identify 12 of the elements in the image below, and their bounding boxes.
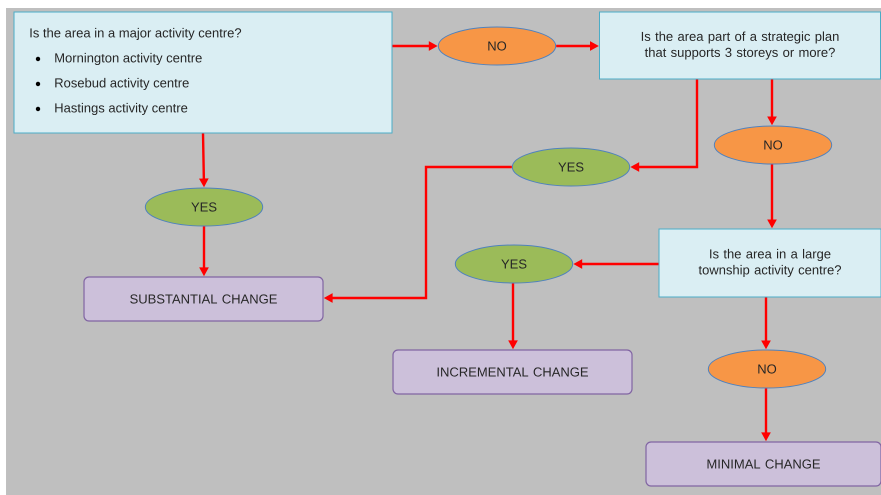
outcome-box: MINIMAL CHANGE <box>645 441 881 487</box>
question-box: Is the area in a large township activity centre? <box>658 228 881 298</box>
question-box: Is the area part of a strategic plan that supports 3 storeys or more? <box>599 12 881 80</box>
answer-oval: YES <box>454 244 574 284</box>
outcome-box: SUBSTANTIAL CHANGE <box>83 276 324 322</box>
answer-oval: NO <box>714 126 832 164</box>
answer-oval: YES <box>144 188 264 226</box>
question-box: Is the area in a major activity centre? Mornington activity centre Rosebud activity centre Hastings activity centre <box>14 12 392 134</box>
answer-oval: NO <box>438 26 556 66</box>
answer-oval: NO <box>708 350 826 388</box>
outcome-box: INCREMENTAL CHANGE <box>392 349 633 395</box>
answer-oval: YES <box>512 148 630 186</box>
